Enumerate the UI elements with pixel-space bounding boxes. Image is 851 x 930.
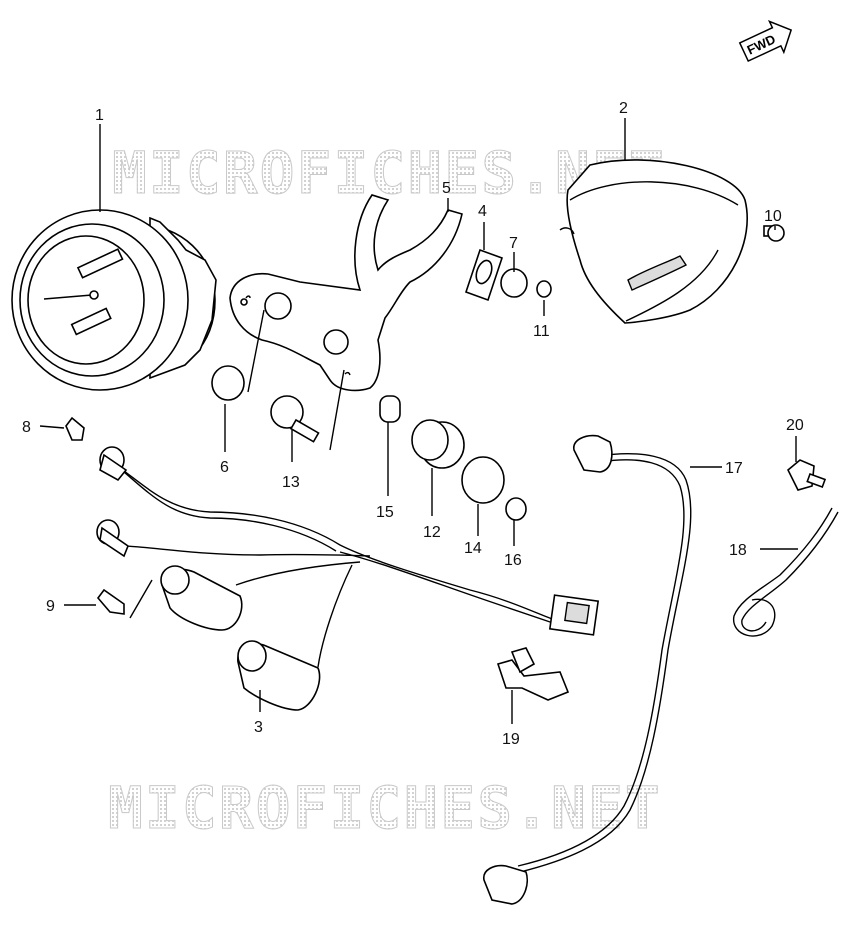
callout-18: 18 xyxy=(729,542,747,559)
callout-16: 16 xyxy=(504,552,522,569)
part-17-cable xyxy=(483,434,692,905)
callout-4: 4 xyxy=(478,203,487,220)
part-18-spring xyxy=(733,507,839,637)
part-19-clamp xyxy=(496,647,570,701)
callout-1: 1 xyxy=(95,107,104,124)
part-12-socket xyxy=(411,419,465,469)
watermark-top: MICROFICHES.NET xyxy=(112,139,666,207)
callout-6: 6 xyxy=(220,459,229,476)
callout-5: 5 xyxy=(442,180,451,197)
callout-7: 7 xyxy=(509,235,518,252)
callout-17: 17 xyxy=(725,460,743,477)
fwd-arrow-icon: FWD xyxy=(738,19,793,63)
part-13-bolt xyxy=(270,395,320,443)
callout-12: 12 xyxy=(423,524,441,541)
callout-10: 10 xyxy=(764,208,782,225)
part-20-bolt xyxy=(787,459,827,491)
part-11-nut xyxy=(536,280,552,298)
watermark-bottom: MICROFICHES.NET xyxy=(108,774,662,842)
callout-14: 14 xyxy=(464,540,482,557)
callout-11: 11 xyxy=(533,323,550,340)
callout-19: 19 xyxy=(502,731,520,748)
part-14-washer xyxy=(461,456,505,504)
callout-8: 8 xyxy=(22,419,31,436)
callout-15: 15 xyxy=(376,504,394,521)
part-15-bulb xyxy=(379,395,401,423)
part-2-cover xyxy=(559,159,748,324)
callout-20: 20 xyxy=(786,417,804,434)
part-9-bulb xyxy=(96,588,125,615)
leader-lines xyxy=(39,118,798,724)
part-1-gauge xyxy=(11,209,217,391)
callout-2: 2 xyxy=(619,100,628,117)
callout-9: 9 xyxy=(46,598,55,615)
part-3-harness xyxy=(96,446,600,711)
callout-13: 13 xyxy=(282,474,300,491)
part-5-bracket xyxy=(229,194,463,392)
part-10-screw xyxy=(763,224,785,242)
part-6-cap xyxy=(211,365,245,401)
callout-3: 3 xyxy=(254,719,263,736)
part-4-grommet xyxy=(464,248,504,302)
part-8-bulb xyxy=(65,416,85,441)
part-7-washer xyxy=(500,268,528,298)
part-16-nut xyxy=(505,497,527,521)
